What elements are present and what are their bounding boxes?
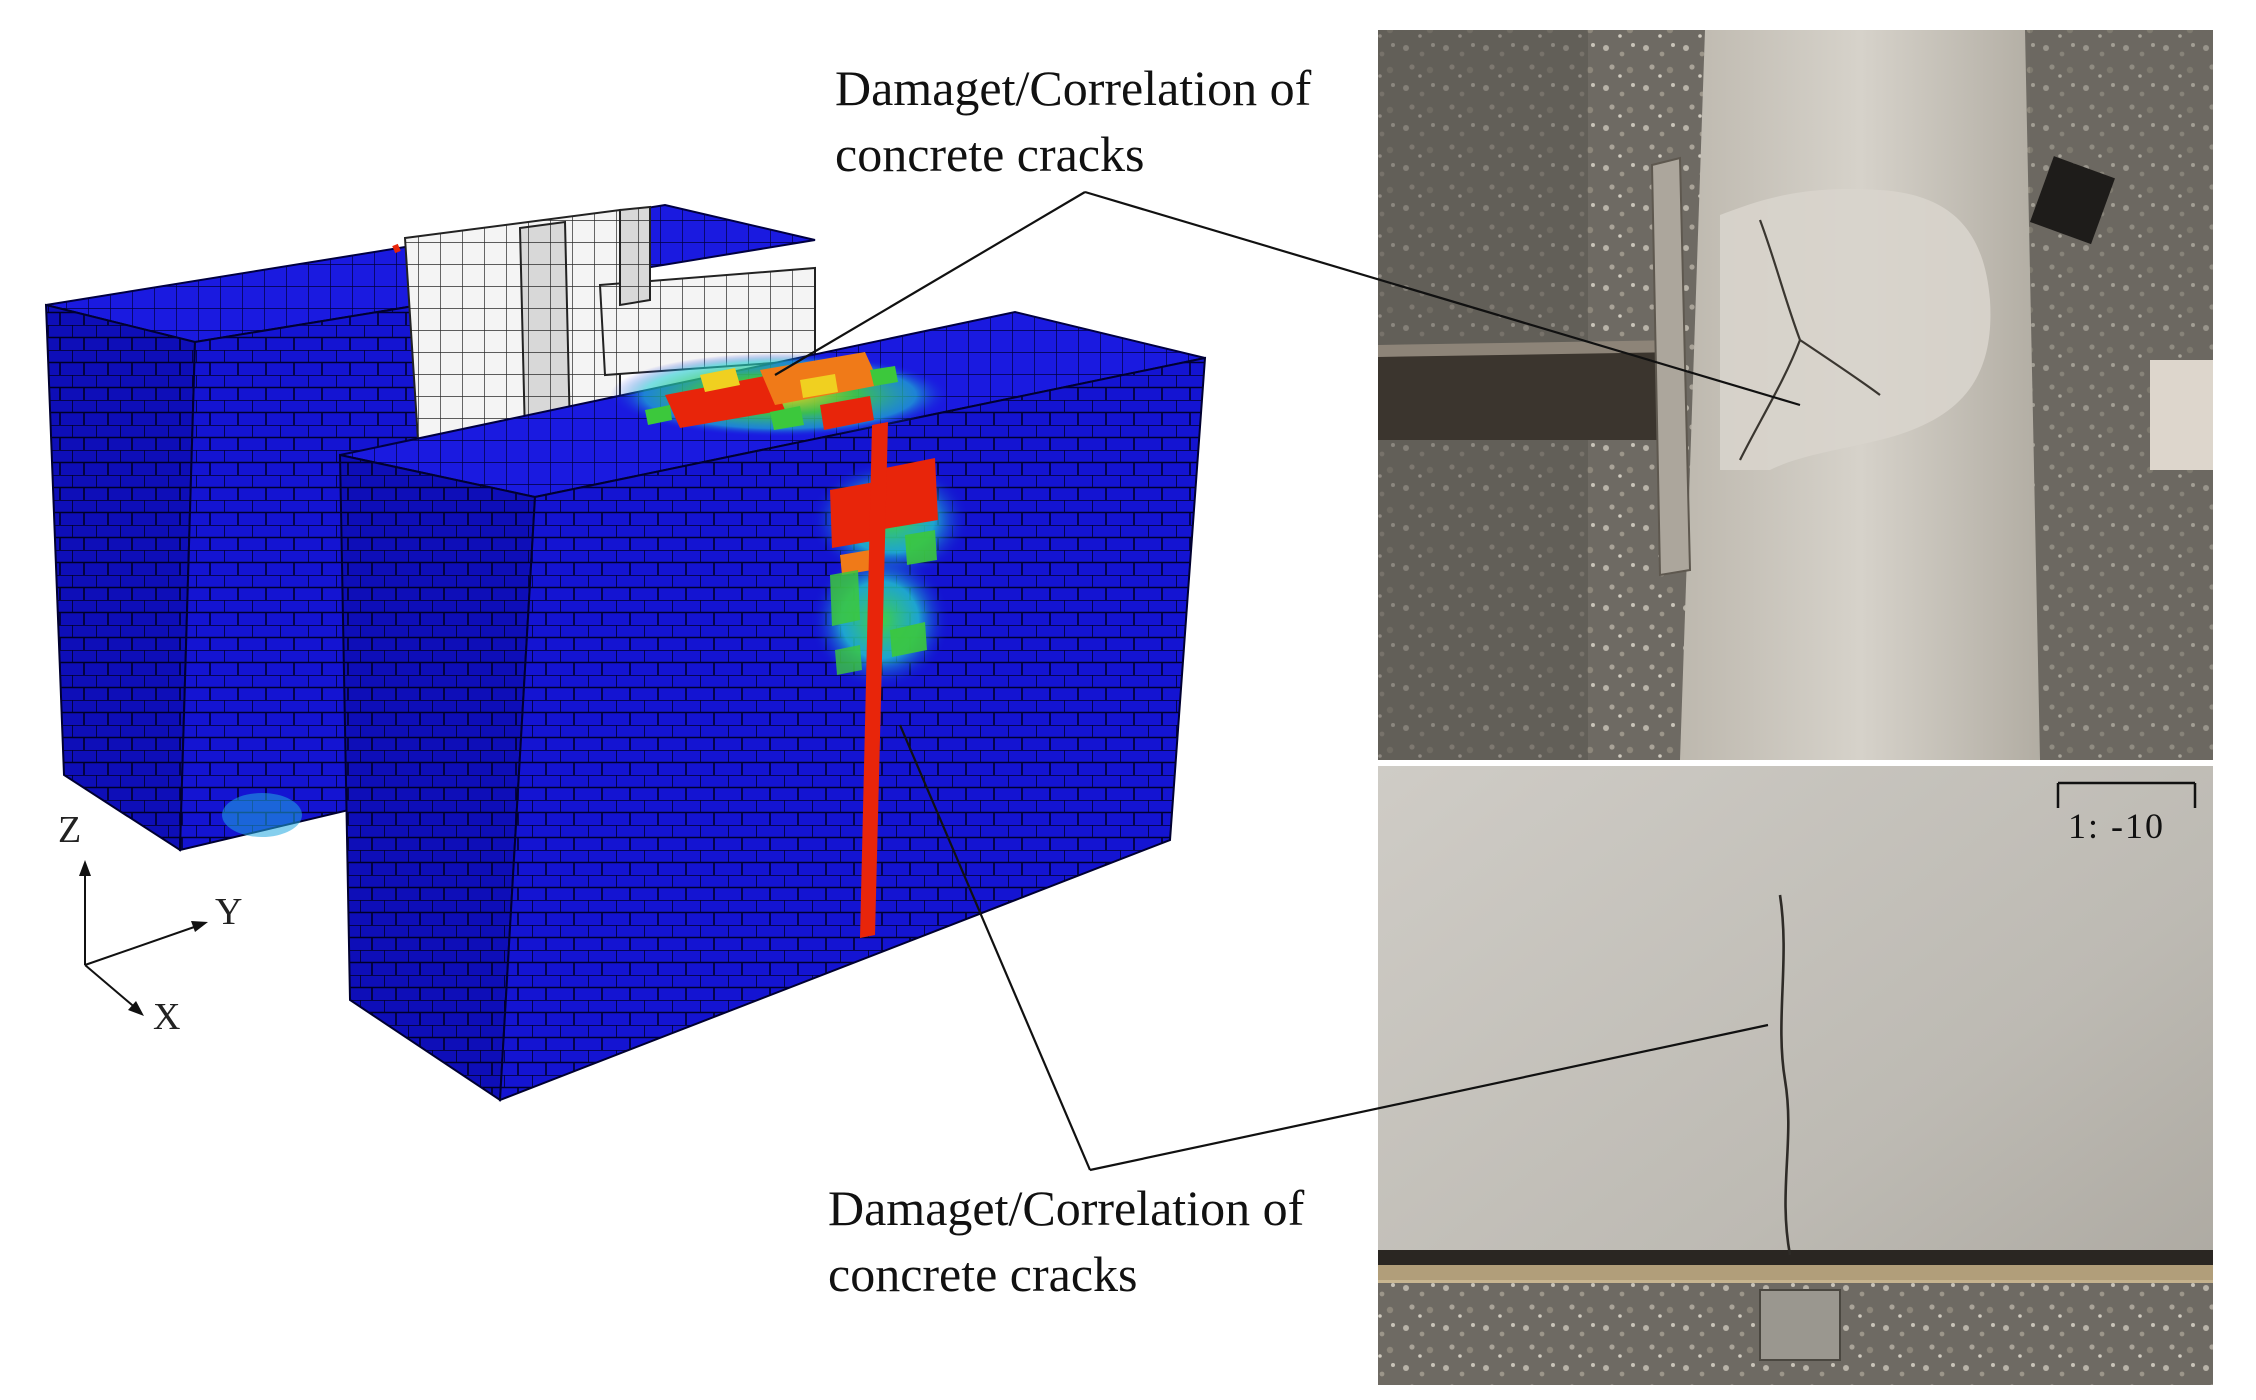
damage-contour-top [610, 352, 950, 437]
leader-lines [774, 190, 1801, 1172]
top-annotation-line1: Damaget/Correlation of [835, 60, 1312, 116]
damage-contour-front [810, 458, 970, 690]
bottom-annotation-line1: Damaget/Correlation of [828, 1180, 1305, 1236]
photo-top-panel [1378, 30, 2213, 760]
scale-bar [2056, 781, 2197, 808]
axis-label-y: Y [215, 891, 243, 933]
photo-crack-bottom [1778, 894, 1792, 1256]
spalled-concrete-region [1720, 189, 1991, 471]
bottom-annotation-line2: concrete cracks [828, 1246, 1138, 1302]
crack-line-fe [860, 422, 888, 938]
coordinate-axes [79, 860, 208, 1016]
top-annotation-line2: concrete cracks [835, 126, 1145, 182]
photo-bottom-panel [1378, 760, 2213, 1385]
steel-beam [1378, 345, 1685, 440]
axis-label-z: Z [58, 809, 82, 851]
fe-model [44, 203, 1207, 1102]
photo-crack-top [1739, 219, 1881, 461]
front-concrete-block [338, 310, 1207, 1102]
axis-label-x: X [153, 996, 181, 1038]
scale-label: 1: -10 [2068, 806, 2165, 846]
